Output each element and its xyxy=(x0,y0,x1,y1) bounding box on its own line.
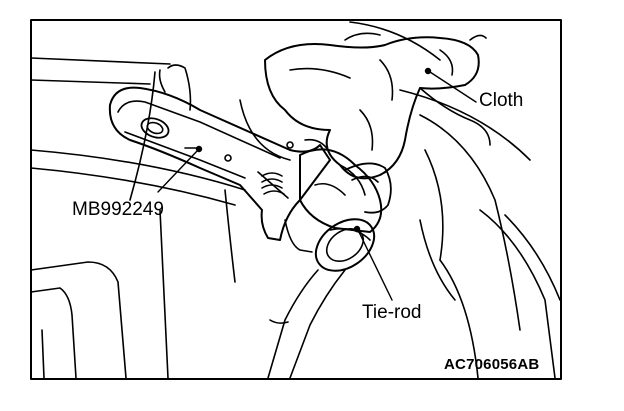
leader-tierod xyxy=(357,229,393,301)
leader-tool xyxy=(157,149,199,193)
leader-lines xyxy=(157,67,477,301)
leader-cloth xyxy=(429,71,477,103)
figure-code: AC706056AB xyxy=(444,356,540,373)
label-special-tool: MB992249 xyxy=(72,199,164,220)
special-tool-wrench xyxy=(108,86,383,253)
tie-rod-assembly xyxy=(267,162,392,379)
label-cloth: Cloth xyxy=(479,90,524,111)
figure-frame xyxy=(30,19,562,380)
label-tie-rod: Tie-rod xyxy=(362,302,422,323)
cloth xyxy=(158,32,491,180)
